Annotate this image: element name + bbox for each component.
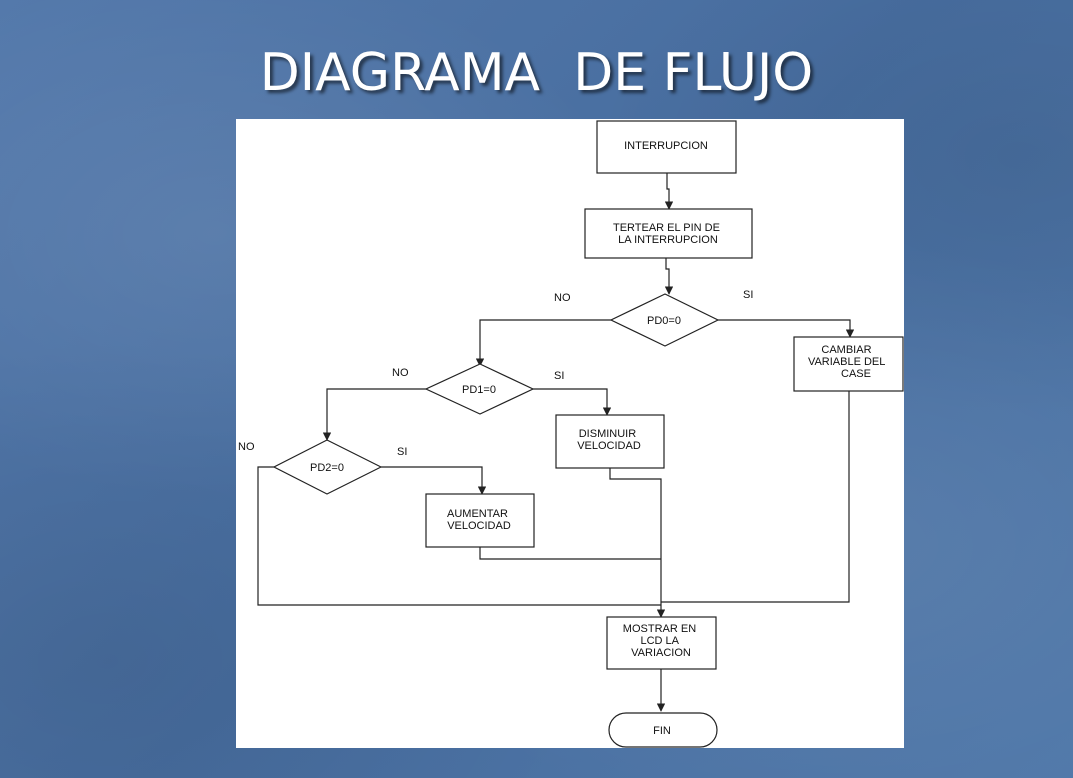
- connector-pd0-si: [718, 319, 855, 338]
- connector-pd2-no: [257, 466, 661, 606]
- node-testear-line1: TERTEAR EL PIN DE: [613, 222, 720, 234]
- svg-text:MOSTRAR EN LCD LA: MOSTRAR EN LCD LA VARIACION: [623, 623, 699, 659]
- terminal-fin-label: FIN: [653, 725, 671, 737]
- node-disminuir-line1: DISMINUIR: [579, 428, 637, 440]
- svg-text:INTERRUPCION: INTERRUPCION: [624, 140, 708, 152]
- svg-text:PD2=0: PD2=0: [310, 462, 344, 474]
- decision-pd1-label: PD1=0: [462, 384, 496, 396]
- node-testear-pin: TERTEAR EL PIN DE LA INTERRUPCION: [584, 208, 753, 259]
- decision-pd1: PD1=0: [424, 363, 535, 415]
- edge-label-pd2-si: SI: [397, 446, 407, 458]
- svg-text:PD1=0: PD1=0: [462, 384, 496, 396]
- edge-label-pd0-si: SI: [743, 289, 753, 301]
- node-cambiar-line1: CAMBIAR: [821, 344, 871, 356]
- edge-label-pd1-no: NO: [392, 367, 409, 379]
- node-aumentar-line2: VELOCIDAD: [447, 520, 511, 532]
- edge-label-pd2-no: NO: [238, 441, 255, 453]
- node-mostrar-line1: MOSTRAR EN: [623, 623, 696, 635]
- node-mostrar-line3: VARIACION: [631, 647, 691, 659]
- connector-pd1-no: [322, 388, 426, 441]
- node-mostrar-lcd: MOSTRAR EN LCD LA VARIACION: [606, 616, 717, 670]
- edge-label-pd0-no: NO: [554, 292, 571, 304]
- decision-pd0: PD0=0: [609, 293, 720, 347]
- node-cambiar-line2: VARIABLE DEL: [808, 356, 885, 368]
- node-cambiar-line3: CASE: [841, 368, 871, 380]
- slide-title: DIAGRAMA DE FLUJO: [259, 43, 814, 103]
- edge-label-pd1-si: SI: [554, 370, 564, 382]
- node-interrupcion-line1: INTERRUPCION: [624, 140, 708, 152]
- node-disminuir-velocidad: DISMINUIR VELOCIDAD: [555, 414, 665, 469]
- flowchart: INTERRUPCION TERTEAR EL PIN DE LA INTERR…: [238, 120, 904, 748]
- decision-pd2-label: PD2=0: [310, 462, 344, 474]
- svg-text:PD0=0: PD0=0: [647, 315, 681, 327]
- connector-pd0-no: [475, 319, 611, 367]
- node-cambiar-variable: CAMBIAR VARIABLE DEL CASE: [793, 336, 904, 392]
- node-aumentar-line1: AUMENTAR: [447, 508, 508, 520]
- node-testear-line2: LA INTERRUPCION: [618, 234, 718, 246]
- terminal-fin: FIN: [608, 712, 718, 748]
- connector-pd1-si: [533, 388, 612, 416]
- svg-text:AUMENTAR VELOCIDAD: AUMENTAR VELOCIDAD: [447, 508, 511, 532]
- connectors: [257, 173, 855, 712]
- connector-cambiar-merge: [661, 391, 850, 603]
- svg-text:DISMINUIR VELOCIDAD: DISMINUIR VELOCIDAD: [577, 428, 641, 452]
- svg-text:TERTEAR EL PIN DE LA I: TERTEAR EL PIN DE LA INTERRUPCION: [613, 222, 723, 246]
- connector-aumentar-merge: [479, 547, 661, 560]
- node-aumentar-velocidad: AUMENTAR VELOCIDAD: [425, 493, 535, 548]
- connector-pd2-si: [381, 466, 487, 495]
- svg-text:FIN: FIN: [653, 725, 671, 737]
- node-disminuir-line2: VELOCIDAD: [577, 440, 641, 452]
- node-interrupcion: INTERRUPCION: [596, 120, 737, 174]
- decision-pd0-label: PD0=0: [647, 315, 681, 327]
- connector-testear-pd0: [664, 258, 674, 295]
- svg-text:CAMBIAR VARIABLE DEL: CAMBIAR VARIABLE DEL CASE: [808, 344, 888, 380]
- flowchart-panel: INTERRUPCION TERTEAR EL PIN DE LA INTERR…: [236, 119, 904, 748]
- node-mostrar-line2: LCD LA: [641, 635, 680, 647]
- connector-interrupcion-testear: [664, 173, 674, 210]
- edge-labels: NO SI NO SI NO SI: [238, 289, 753, 458]
- decision-pd2: PD2=0: [272, 439, 383, 495]
- connector-disminuir-merge: [609, 468, 666, 618]
